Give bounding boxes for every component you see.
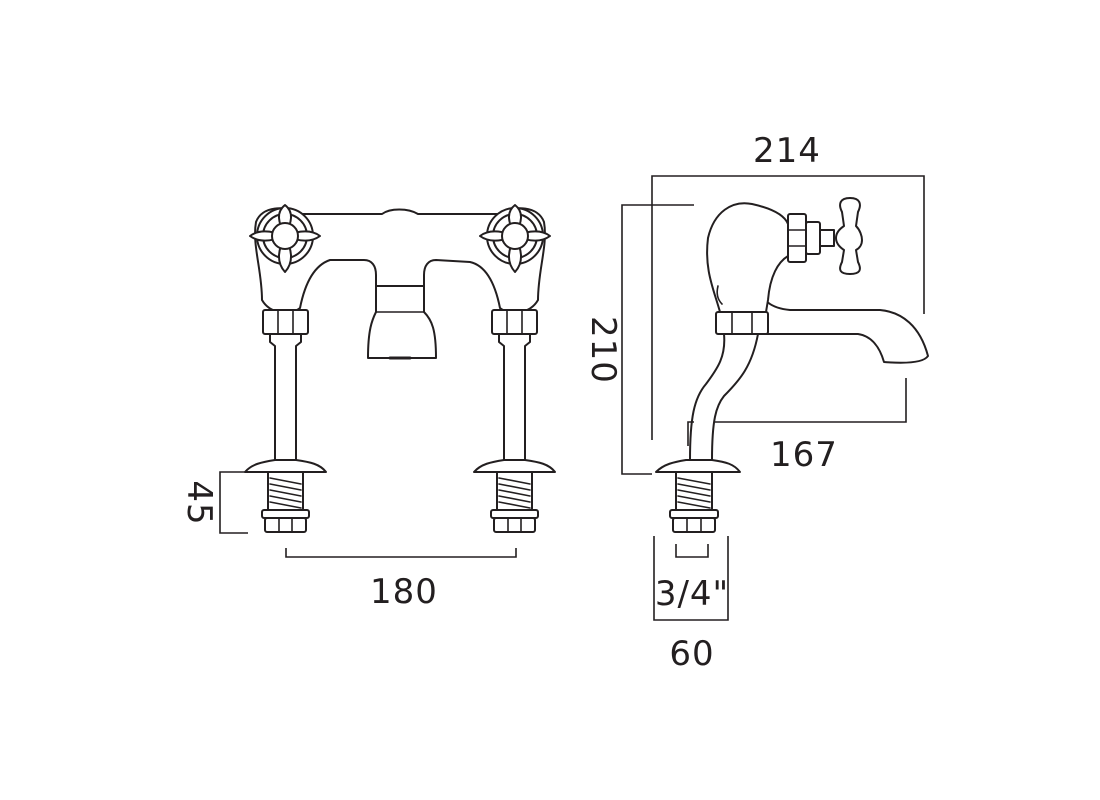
front-spout xyxy=(367,285,437,359)
left-leg xyxy=(244,309,327,533)
dimension-lines xyxy=(219,175,925,621)
side-valve-body xyxy=(706,202,789,313)
dim-spout-reach: 167 xyxy=(770,435,838,475)
dim-base-depth: 60 xyxy=(669,634,714,674)
right-leg xyxy=(473,309,556,533)
dim-connection-size: 3/4" xyxy=(655,574,729,614)
dim-center-distance: 180 xyxy=(370,572,438,612)
side-view xyxy=(655,197,929,533)
side-pipe xyxy=(689,333,759,461)
front-view xyxy=(244,204,556,533)
right-cross-handle xyxy=(479,204,551,273)
left-cross-handle xyxy=(249,204,321,273)
dim-height-overall: 210 xyxy=(583,316,623,384)
dim-shank-length: 45 xyxy=(179,480,219,525)
side-spout xyxy=(759,287,929,364)
dim-width-overall: 214 xyxy=(753,131,821,171)
side-cross-handle xyxy=(835,197,863,275)
